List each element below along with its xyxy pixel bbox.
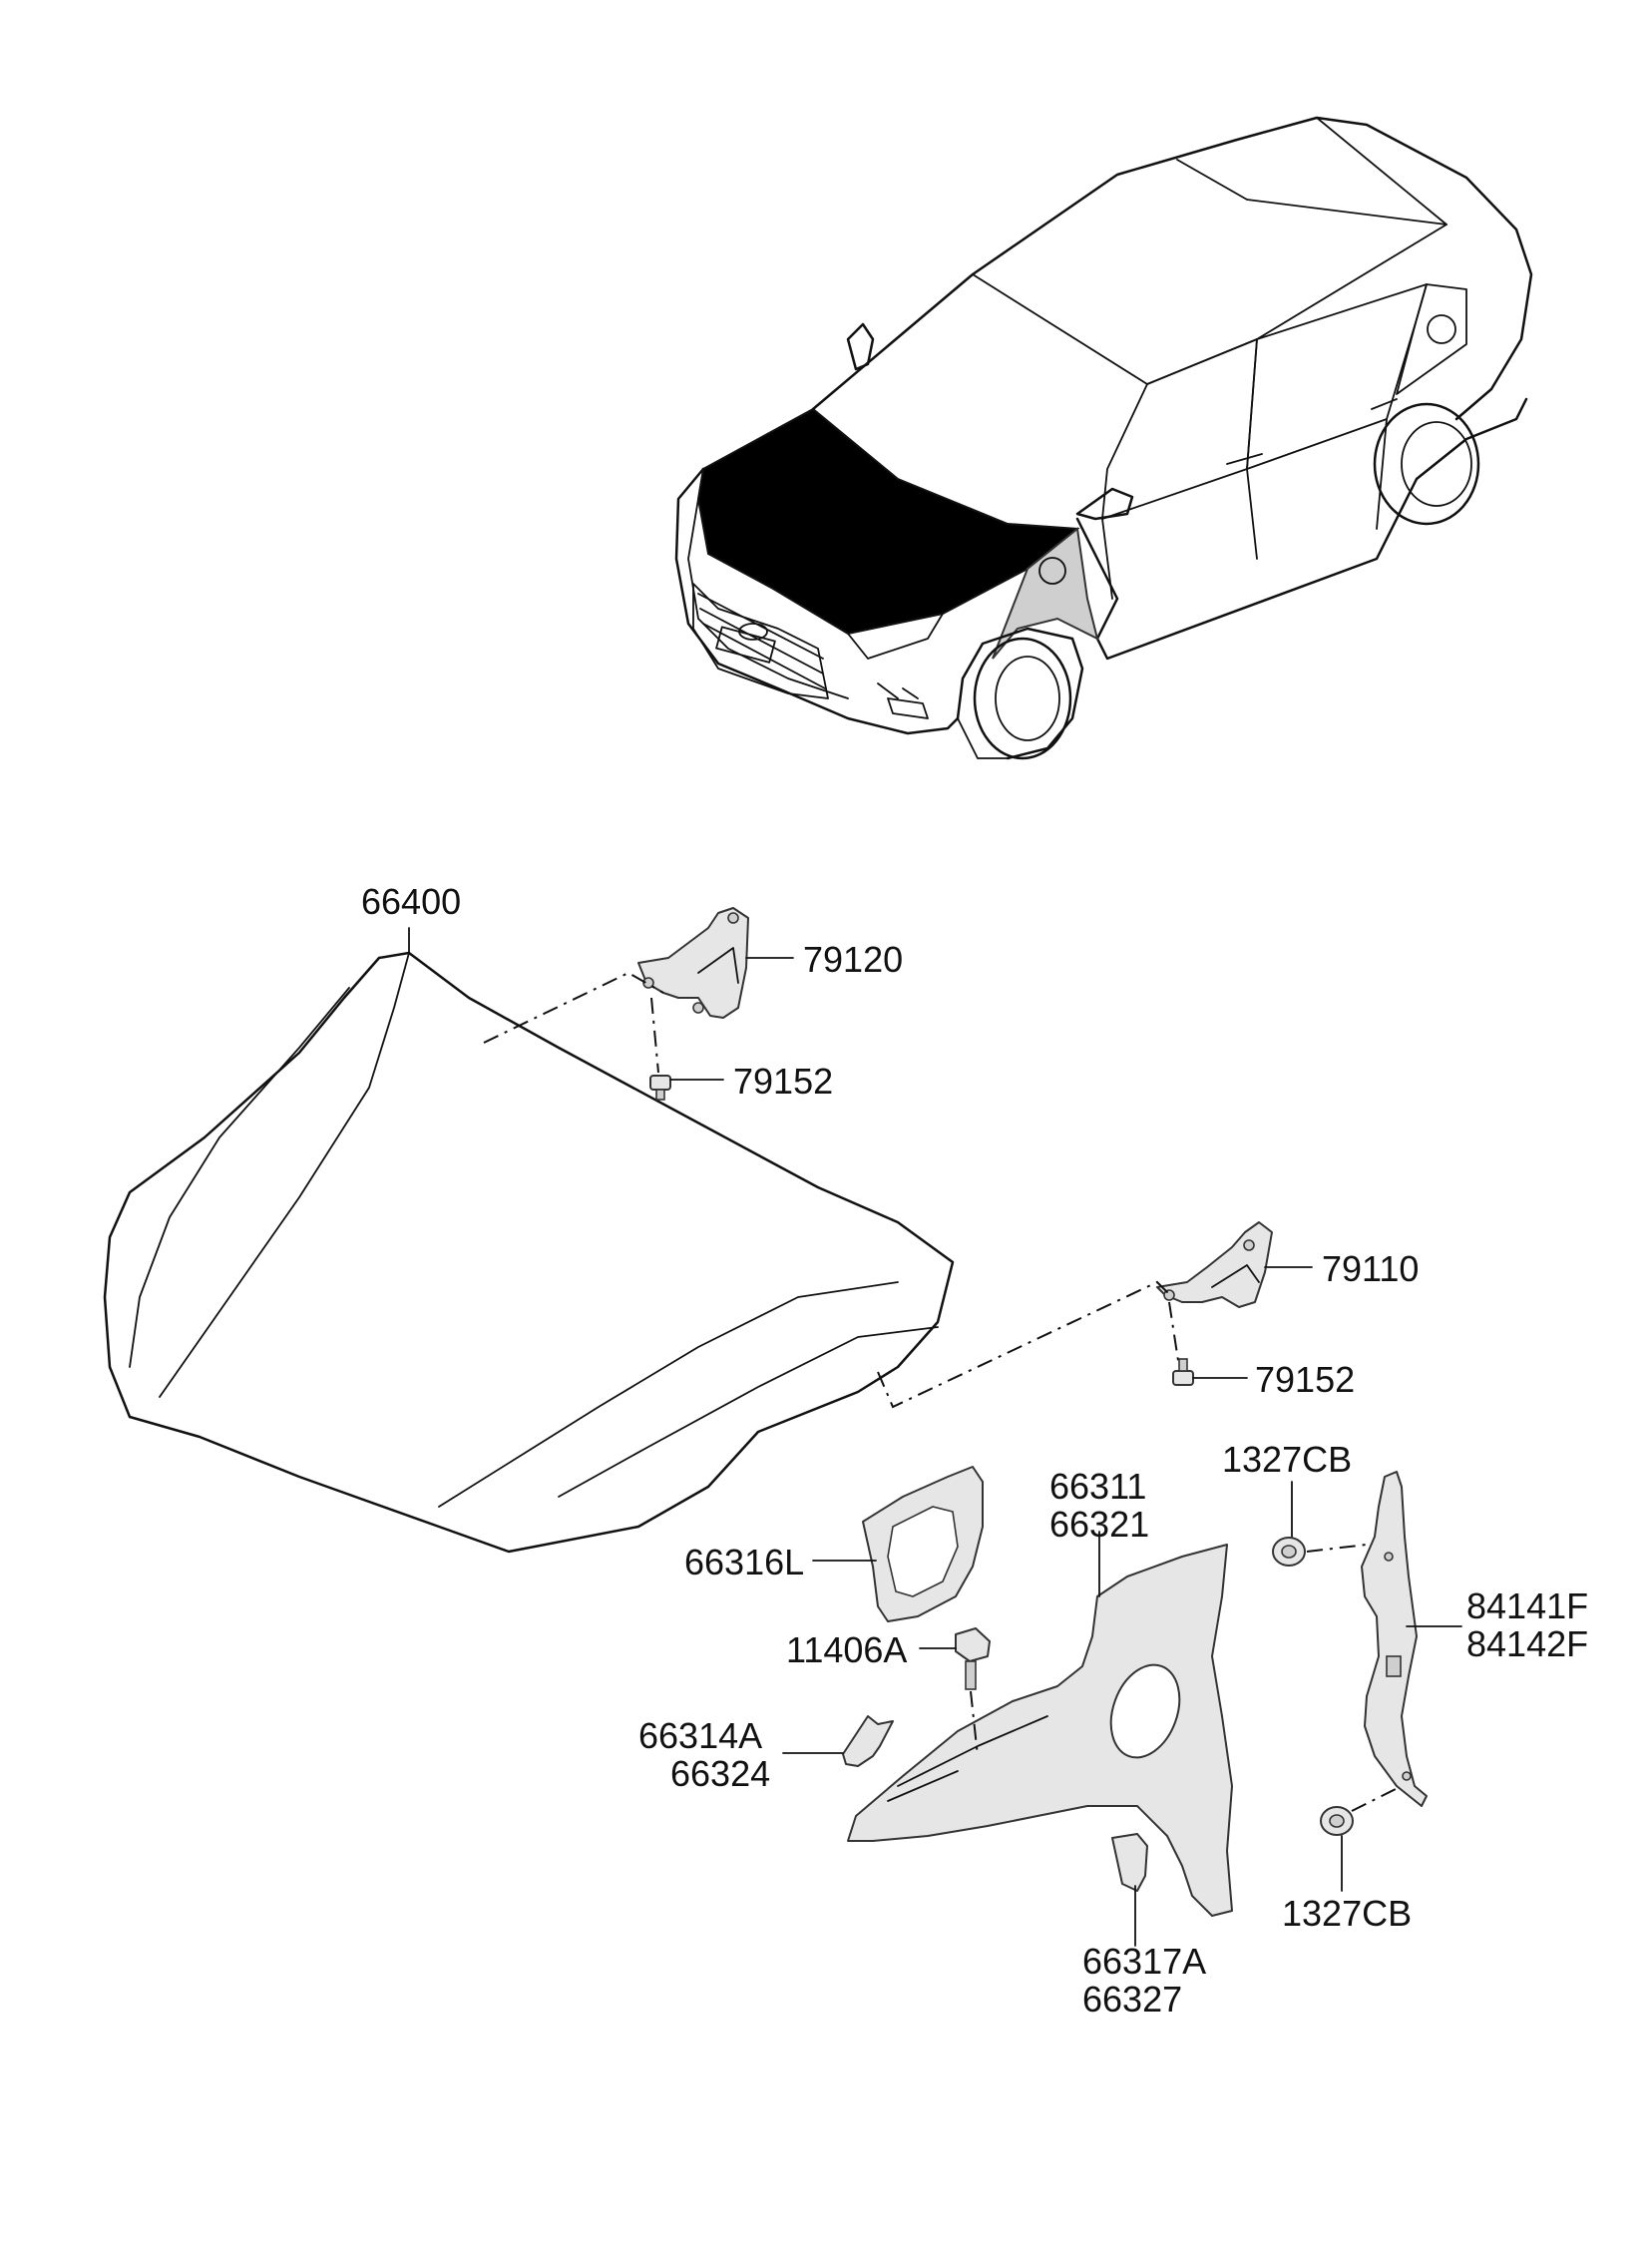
bracket-rear-part-number-2: 66327 <box>1082 1979 1182 2020</box>
front-fender <box>847 1544 1233 1917</box>
fender-insulator <box>862 1466 984 1622</box>
bracket-front-part-number-1: 66314A <box>638 1715 762 1756</box>
bolt-lower <box>1172 1358 1194 1386</box>
fender-part-number-1: 66311 <box>1049 1466 1146 1507</box>
side-bracket-part-number-1: 84141F <box>1466 1585 1588 1626</box>
clip-upper <box>1272 1537 1306 1567</box>
hood-part-number: 66400 <box>361 881 461 922</box>
bolt-lower-dash <box>1168 1301 1180 1368</box>
fender-bracket-rear <box>1111 1833 1148 1892</box>
bolt-upper-dash <box>650 997 659 1074</box>
clip-upper-dash <box>1306 1544 1368 1553</box>
fender-bolt-dash <box>970 1690 979 1757</box>
fender-bolt-part-number: 11406A <box>786 1629 907 1670</box>
fender-side-bracket <box>1361 1471 1428 1807</box>
hinge-lower-dash <box>877 1280 1173 1409</box>
bolt-upper <box>649 1075 671 1101</box>
bracket-rear-part-number-1: 66317A <box>1082 1941 1206 1982</box>
clip-lower <box>1320 1806 1354 1836</box>
bolt-lower-part-number: 79152 <box>1255 1359 1355 1400</box>
hood-panel <box>103 951 955 1554</box>
clip-lower-dash <box>1351 1785 1403 1812</box>
fender-bolt <box>955 1627 991 1690</box>
hinge-upper-part-number: 79120 <box>803 939 903 980</box>
fender-bracket-front <box>842 1715 894 1767</box>
bolt-upper-part-number: 79152 <box>733 1061 833 1102</box>
fender-part-number-2: 66321 <box>1049 1504 1149 1545</box>
hinge-upper-dash <box>483 971 664 1044</box>
hinge-lower-part-number: 79110 <box>1322 1248 1419 1289</box>
clip-upper-part-number: 1327CB <box>1222 1439 1352 1480</box>
side-bracket-part-number-2: 84142F <box>1466 1623 1588 1664</box>
car-illustration <box>674 116 1533 760</box>
clip-lower-part-number: 1327CB <box>1282 1893 1412 1934</box>
hood-hinge-upper <box>637 907 749 1019</box>
insulator-part-number: 66316L <box>684 1542 804 1582</box>
hood-hinge-lower <box>1156 1221 1273 1308</box>
bracket-front-part-number-2: 66324 <box>670 1753 770 1794</box>
